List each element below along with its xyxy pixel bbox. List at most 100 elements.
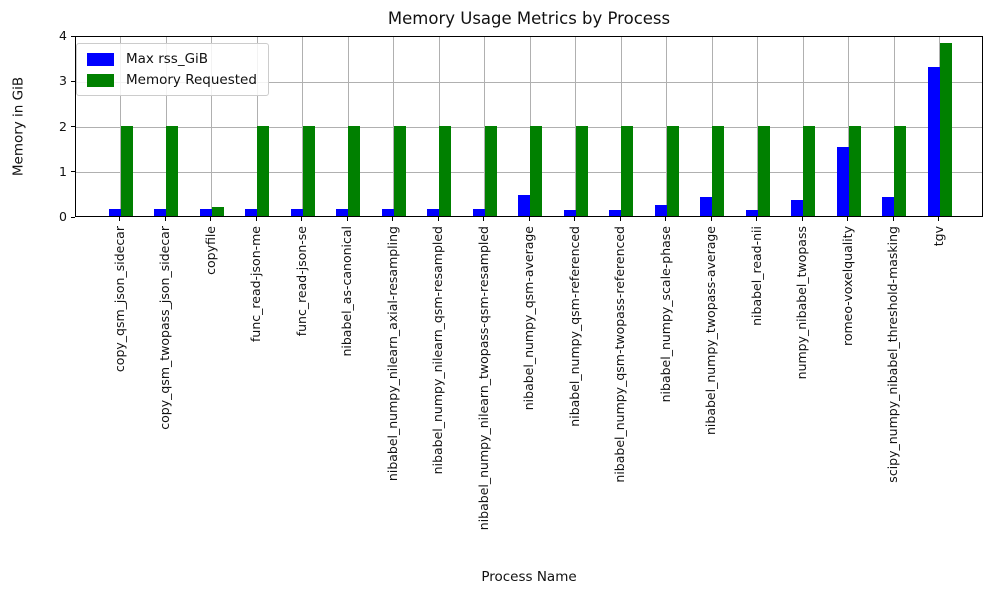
x-tick-mark — [801, 217, 803, 221]
gridline-horizontal — [76, 172, 982, 174]
bar-max-rss — [518, 194, 530, 216]
bar-mem-requested — [894, 125, 906, 216]
x-tick-label: numpy_nibabel_twopass — [794, 226, 809, 380]
y-tick-label: 0 — [59, 209, 67, 224]
x-axis-label: Process Name — [481, 569, 577, 585]
bar-mem-requested — [439, 125, 451, 216]
bar-mem-requested — [166, 125, 178, 216]
x-tick-mark — [756, 217, 757, 221]
bar-mem-requested — [757, 125, 770, 216]
y-tick-mark — [71, 171, 75, 173]
bar-max-rss — [381, 209, 394, 216]
bar-mem-requested — [848, 125, 861, 216]
legend-swatch — [87, 52, 114, 66]
bar-mem-requested — [803, 125, 815, 216]
bar-max-rss — [654, 204, 667, 216]
bar-mem-requested — [530, 125, 542, 216]
x-tick-mark — [164, 217, 166, 221]
y-axis-label: Memory in GiB — [10, 76, 27, 177]
x-tick-mark — [437, 217, 439, 221]
gridline-horizontal — [76, 127, 982, 128]
plot-area — [75, 36, 983, 217]
x-tick-label: nibabel_numpy_qsm-referenced — [566, 226, 582, 427]
x-tick-mark — [619, 217, 621, 221]
x-tick-mark — [574, 217, 575, 221]
x-tick-mark — [938, 217, 939, 221]
x-tick-label: scipy_numpy_nibabel_threshold-masking — [885, 226, 900, 483]
x-tick-mark — [892, 217, 894, 221]
x-tick-mark — [255, 217, 257, 221]
bar-mem-requested — [666, 125, 679, 216]
chart-title: Memory Usage Metrics by Process — [387, 9, 671, 28]
bar-max-rss — [154, 209, 166, 216]
legend-label: Memory Requested — [126, 72, 257, 88]
legend-item: Max rss_GiB — [87, 51, 257, 67]
x-tick-mark — [301, 217, 302, 221]
x-tick-label: nibabel_numpy_nilearn_qsm-resampled — [430, 226, 445, 475]
x-tick-label: nibabel_numpy_nilearn_twopass-qsm-resamp… — [475, 226, 491, 531]
x-tick-label: func_read-json-se — [293, 226, 309, 337]
bar-max-rss — [927, 66, 940, 216]
x-tick-mark — [119, 217, 120, 221]
x-tick-label: nibabel_numpy_qsm-average — [521, 226, 536, 411]
legend: Max rss_GiB Memory Requested — [76, 43, 269, 96]
bar-mem-requested — [211, 206, 224, 216]
legend-label: Max rss_GiB — [126, 51, 209, 67]
bar-max-rss — [290, 209, 303, 216]
bar-mem-requested — [120, 125, 133, 216]
y-tick-mark — [71, 126, 75, 127]
bar-max-rss — [336, 209, 348, 216]
bar-mem-requested — [484, 125, 497, 216]
x-tick-mark — [710, 217, 712, 221]
bar-max-rss — [427, 209, 439, 216]
x-tick-mark — [210, 217, 211, 221]
y-tick-mark — [71, 216, 75, 218]
bar-mem-requested — [621, 125, 633, 216]
y-tick-label: 2 — [59, 118, 67, 134]
x-tick-label: nibabel_read-nii — [748, 226, 764, 326]
bar-max-rss — [245, 209, 257, 216]
bar-max-rss — [563, 209, 576, 216]
bar-max-rss — [882, 196, 894, 216]
gridline-vertical — [211, 37, 212, 216]
bar-mem-requested — [575, 125, 588, 216]
x-tick-label: nibabel_numpy_nilearn_axial-resampling — [384, 226, 400, 482]
bar-mem-requested — [348, 125, 360, 216]
x-tick-label: nibabel_as-canonical — [339, 226, 354, 357]
legend-item: Memory Requested — [87, 72, 257, 88]
x-tick-mark — [483, 217, 484, 221]
x-tick-label: nibabel_numpy_twopass-average — [703, 226, 718, 436]
bar-max-rss — [472, 209, 485, 216]
x-tick-label: func_read-json-me — [248, 226, 263, 342]
gridline-horizontal — [76, 81, 982, 83]
bar-max-rss — [836, 146, 849, 216]
x-tick-mark — [528, 217, 530, 221]
x-tick-mark — [847, 217, 848, 221]
x-tick-label: copyfile — [202, 226, 218, 275]
bar-max-rss — [745, 209, 758, 216]
y-tick-label: 1 — [59, 163, 67, 179]
x-tick-mark — [665, 217, 666, 221]
bar-mem-requested — [939, 43, 952, 216]
bar-mem-requested — [712, 125, 724, 216]
bar-max-rss — [791, 199, 803, 216]
x-tick-label: nibabel_numpy_scale-phase — [657, 226, 673, 403]
bar-max-rss — [700, 197, 712, 216]
x-tick-label: nibabel_numpy_qsm-twopass-referenced — [612, 226, 627, 483]
bar-max-rss — [609, 209, 621, 216]
x-tick-mark — [346, 217, 348, 221]
y-tick-mark — [71, 80, 75, 82]
legend-swatch — [87, 73, 114, 87]
y-tick-mark — [71, 35, 75, 37]
x-tick-label: tgv — [930, 226, 946, 247]
bar-mem-requested — [393, 125, 406, 216]
x-tick-label: copy_qsm_json_sidecar — [111, 226, 127, 373]
x-tick-mark — [392, 217, 393, 221]
x-tick-label: copy_qsm_twopass_json_sidecar — [157, 226, 172, 430]
bar-mem-requested — [302, 125, 315, 216]
y-tick-label: 3 — [59, 73, 67, 89]
bar-max-rss — [199, 209, 212, 216]
x-tick-label: romeo-voxelquality — [839, 226, 855, 347]
bar-max-rss — [108, 209, 121, 216]
